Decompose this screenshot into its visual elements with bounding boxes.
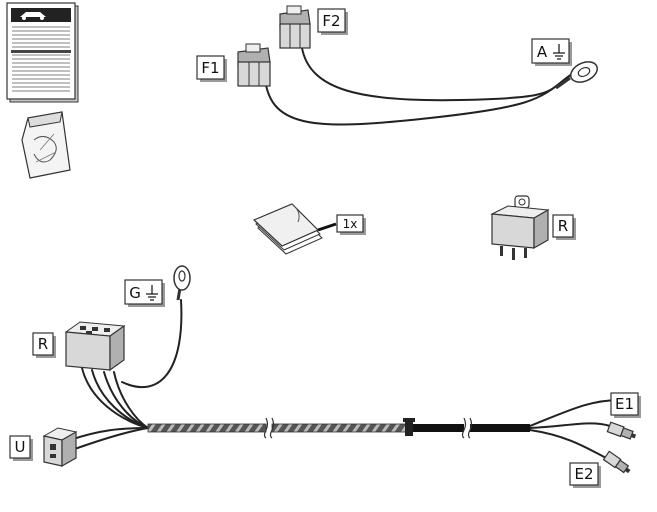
- harness-sleeve: [147, 417, 530, 439]
- label-r-left-text: R: [38, 335, 48, 353]
- label-f2-text: F2: [322, 12, 340, 30]
- label-f1-text: F1: [201, 59, 219, 77]
- label-g-text: G: [129, 284, 141, 302]
- label-f1: F1: [196, 55, 227, 82]
- label-e1-text: E1: [615, 395, 634, 413]
- sticker-sheets: [252, 203, 337, 255]
- fuse-holder-f1: [237, 43, 271, 87]
- ground-symbol-icon: [553, 44, 565, 60]
- relay-top: [490, 195, 550, 260]
- ring-terminal-a: [555, 61, 598, 90]
- instruction-booklet: [6, 2, 79, 103]
- relay-socket: [64, 321, 126, 372]
- connector-e2: [602, 450, 631, 474]
- label-e2-text: E2: [574, 465, 593, 483]
- connector-u: [42, 427, 78, 468]
- label-f2: F2: [317, 8, 348, 35]
- label-a: A: [531, 38, 572, 66]
- label-e1: E1: [610, 392, 641, 418]
- label-e2: E2: [569, 462, 601, 488]
- label-r-top: R: [552, 214, 576, 240]
- label-count-text: 1x: [343, 217, 358, 231]
- ground-symbol-icon: [146, 285, 158, 301]
- label-r-top-text: R: [558, 217, 568, 235]
- label-u: U: [9, 435, 33, 461]
- fuse-wires: [264, 47, 573, 126]
- label-r-left: R: [32, 332, 56, 358]
- label-a-text: A: [537, 43, 548, 61]
- fuse-holder-f2: [279, 5, 311, 49]
- connector-e1: [606, 421, 637, 440]
- ground-eyelet: [173, 265, 191, 301]
- label-count: 1x: [336, 214, 366, 235]
- harness-wires: [65, 299, 621, 461]
- plastic-bag: [21, 111, 71, 179]
- label-u-text: U: [15, 438, 26, 456]
- label-g: G: [124, 279, 165, 307]
